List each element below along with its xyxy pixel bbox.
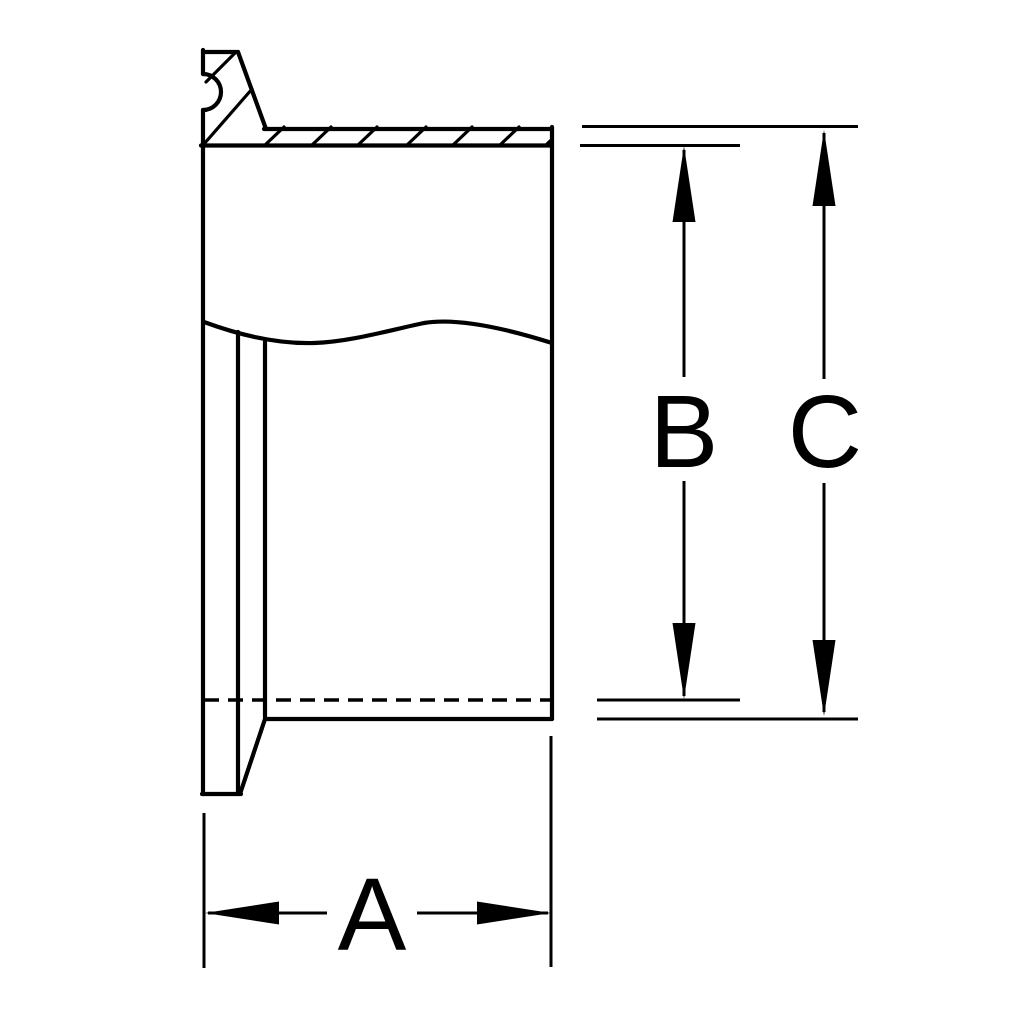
dimension-arrowheads [205, 130, 836, 925]
hatch-line [310, 125, 333, 147]
dim-a-arrow-left [205, 901, 279, 925]
dim-b-arrow-down [672, 623, 696, 699]
section-hatching [202, 51, 554, 147]
hatch-line [202, 87, 254, 146]
dimension-lines [208, 133, 826, 915]
hatch-line [498, 125, 521, 147]
dim-a-arrow-right [477, 901, 551, 925]
hatch-line [204, 51, 237, 84]
dimension-labels: A B C [338, 374, 863, 972]
break-wavy-line [201, 319, 555, 346]
weld-bevel-slope [237, 716, 268, 797]
hatch-line [544, 137, 554, 147]
dimension-c-label: C [788, 374, 862, 489]
hatch-line [451, 125, 474, 147]
extension-lines [202, 125, 858, 968]
dimension-b-label: B [650, 374, 719, 489]
dim-b-arrow-up [672, 146, 696, 222]
hatch-line [263, 125, 286, 147]
dimension-a-label: A [338, 857, 407, 972]
dim-c-arrow-up [812, 130, 836, 206]
ferrule-outline [198, 47, 555, 797]
gasket-groove-arc [200, 71, 224, 113]
dim-c-arrow-down [812, 640, 836, 716]
hatch-line [356, 125, 379, 147]
hatch-line [405, 125, 428, 147]
